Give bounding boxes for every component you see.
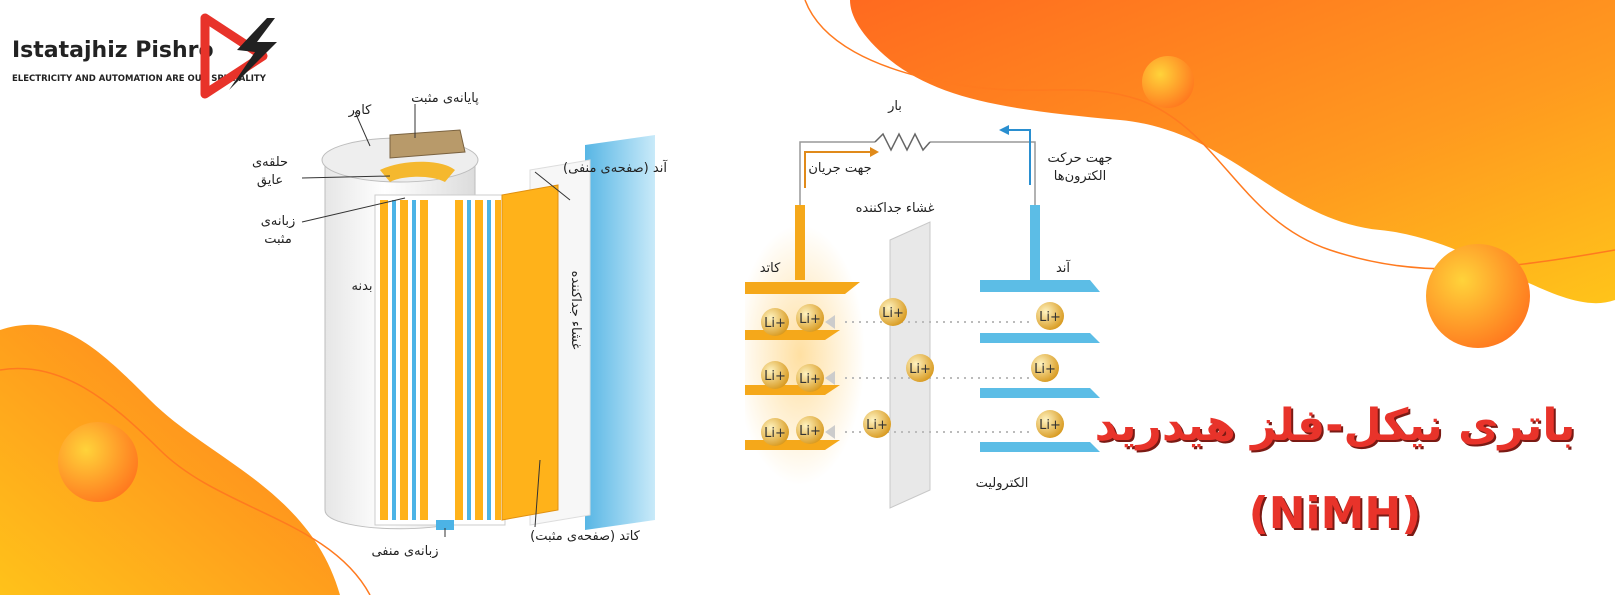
li-ion [796, 416, 824, 444]
anode-sheet [585, 135, 655, 530]
ion-flow-diagram: Li+ Li+ Li+ Li+ Li+ Li+ Li+ Li+ Li+ Li+ Li+ Li+ بار… [745, 99, 1113, 509]
li-ion-label: Li+ [799, 424, 821, 439]
top-right-blob [850, 0, 1615, 304]
title-line-2: (NiMH) [1248, 488, 1422, 539]
li-ion-label: Li+ [799, 372, 821, 387]
li-ion [1036, 410, 1064, 438]
right-ball [1426, 244, 1530, 348]
li-ion-label: Li+ [1039, 310, 1061, 325]
label-negative-tab: زبانه‌ی منفی [371, 544, 438, 559]
label-electron-direction-1: جهت حرکت [1047, 151, 1112, 166]
label-insulating-ring-1: حلقه‌ی [252, 155, 288, 170]
label-cathode-right: کاتد [760, 261, 781, 276]
label-insulating-ring-2: عایق [257, 173, 283, 188]
label-positive-tab-2: مثبت [264, 232, 292, 247]
logo-icon [200, 13, 277, 99]
li-ion-label: Li+ [764, 426, 786, 441]
logo-name: Istatajhiz Pishro [12, 38, 214, 63]
li-ion-label: Li+ [1039, 418, 1061, 433]
current-arrow [804, 151, 870, 188]
li-ion [1031, 354, 1059, 382]
li-ion-label: Li+ [909, 362, 931, 377]
label-separator: غشاء جداکننده [568, 271, 583, 350]
inner-frame [374, 194, 506, 526]
li-ion [906, 354, 934, 382]
label-load: بار [887, 99, 902, 114]
insulating-ring-shape [380, 161, 455, 182]
cell-diagram: پایانه‌ی مثبت کاور حلقه‌ی عایق زبانه‌ی م… [252, 91, 668, 559]
label-cathode: کاتد (صفحه‌ی مثبت) [530, 529, 641, 544]
load-resistor [874, 132, 931, 152]
bottom-left-outline [0, 367, 371, 595]
li-ion-label: Li+ [764, 369, 786, 384]
positive-terminal-shape [389, 129, 466, 159]
cathode-sheet [501, 184, 559, 521]
li-ion [761, 361, 789, 389]
li-ion [796, 364, 824, 392]
title-line-1: باتری نیکل-فلز هیدرید [1094, 400, 1576, 451]
li-ion-label: Li+ [764, 316, 786, 331]
label-anode-right: آند [1056, 259, 1071, 276]
negative-tab-shape [436, 520, 454, 530]
li-ion-label: Li+ [799, 312, 821, 327]
left-ball [58, 422, 138, 502]
li-ion-label: Li+ [866, 418, 888, 433]
label-positive-terminal: پایانه‌ی مثبت [411, 91, 479, 106]
label-cover: کاور [348, 103, 373, 118]
li-ion [879, 298, 907, 326]
li-ion [1036, 302, 1064, 330]
li-ion [796, 304, 824, 332]
label-positive-tab-1: زبانه‌ی [261, 214, 296, 229]
electron-arrow [1007, 129, 1031, 185]
li-ion [761, 418, 789, 446]
li-ion [761, 308, 789, 336]
label-body: بدنه [351, 279, 372, 294]
label-separator-right: غشاء جداکننده [856, 201, 935, 216]
label-electrolyte: الکترولیت [976, 476, 1029, 491]
li-ion-label: Li+ [882, 306, 904, 321]
label-anode: آند (صفحه‌ی منفی) [563, 159, 668, 176]
logo-tagline: ELECTRICITY AND AUTOMATION ARE OUR SPECI… [12, 74, 266, 84]
li-ion [863, 410, 891, 438]
ion-group: Li+ Li+ Li+ Li+ Li+ Li+ Li+ Li+ Li+ Li+ Li+ Li+ [761, 298, 1064, 446]
label-electron-direction-2: الکترون‌ها [1054, 169, 1107, 184]
top-ball [1142, 56, 1194, 108]
label-current-direction: جهت جریان [808, 161, 871, 176]
li-ion-label: Li+ [1034, 362, 1056, 377]
